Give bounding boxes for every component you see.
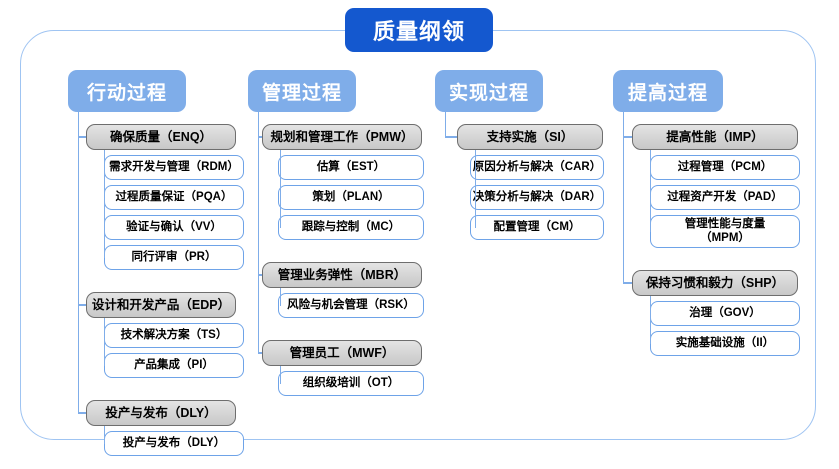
column-header-2[interactable]: 管理过程	[248, 70, 356, 112]
leaf-box-est[interactable]: 估算（EST）	[278, 155, 424, 180]
connector-group-spine	[280, 150, 282, 228]
connector-group-spine	[280, 366, 282, 384]
connector-column-spine	[78, 112, 80, 413]
connector-spine-to-group	[258, 274, 262, 276]
column-header-4[interactable]: 提高过程	[613, 70, 723, 112]
group-box-imp[interactable]: 提高性能（IMP）	[632, 124, 798, 150]
leaf-box-ot[interactable]: 组织级培训（OT）	[278, 371, 424, 396]
leaf-box-pad[interactable]: 过程资产开发（PAD）	[650, 185, 800, 210]
leaf-box-pr[interactable]: 同行评审（PR）	[104, 245, 244, 270]
leaf-box-mc[interactable]: 跟踪与控制（MC）	[278, 215, 424, 240]
connector-group-spine	[650, 150, 652, 232]
connector-spine-to-group	[258, 352, 262, 354]
connector-spine-to-group	[78, 136, 86, 138]
connector-column-spine	[445, 112, 447, 137]
leaf-box-pcm[interactable]: 过程管理（PCM）	[650, 155, 800, 180]
leaf-box-pqa[interactable]: 过程质量保证（PQA）	[104, 185, 244, 210]
connector-spine-to-group	[258, 136, 262, 138]
connector-spine-to-group	[445, 136, 457, 138]
connector-spine-to-group	[78, 412, 86, 414]
leaf-box-dly[interactable]: 投产与发布（DLY）	[104, 431, 244, 456]
group-box-si[interactable]: 支持实施（SI）	[457, 124, 603, 150]
connector-column-spine	[623, 112, 625, 283]
leaf-box-mpm[interactable]: 管理性能与度量（MPM）	[650, 215, 800, 248]
connector-group-spine	[104, 150, 106, 258]
connector-spine-to-group	[623, 136, 632, 138]
leaf-box-dar[interactable]: 决策分析与解决（DAR）	[470, 185, 604, 210]
connector-group-spine	[104, 426, 106, 444]
leaf-box-car[interactable]: 原因分析与解决（CAR）	[470, 155, 604, 180]
group-box-edp[interactable]: 设计和开发产品（EDP）	[86, 292, 236, 318]
column-header-1[interactable]: 行动过程	[68, 70, 186, 112]
root-title-box: 质量纲领	[345, 8, 493, 52]
leaf-box-ii[interactable]: 实施基础设施（II）	[650, 331, 800, 356]
leaf-box-vv[interactable]: 验证与确认（VV）	[104, 215, 244, 240]
group-box-mwf[interactable]: 管理员工（MWF）	[262, 340, 422, 366]
leaf-box-gov[interactable]: 治理（GOV）	[650, 301, 800, 326]
leaf-box-rsk[interactable]: 风险与机会管理（RSK）	[278, 293, 424, 318]
group-box-pmw[interactable]: 规划和管理工作（PMW）	[262, 124, 422, 150]
group-box-dly[interactable]: 投产与发布（DLY）	[86, 400, 236, 426]
leaf-box-rdm[interactable]: 需求开发与管理（RDM）	[104, 155, 244, 180]
column-header-3[interactable]: 实现过程	[435, 70, 543, 112]
leaf-box-plan[interactable]: 策划（PLAN）	[278, 185, 424, 210]
connector-group-spine	[650, 296, 652, 344]
connector-group-spine	[280, 288, 282, 306]
leaf-box-pi[interactable]: 产品集成（PI）	[104, 353, 244, 378]
group-box-mbr[interactable]: 管理业务弹性（MBR）	[262, 262, 422, 288]
leaf-box-ts[interactable]: 技术解决方案（TS）	[104, 323, 244, 348]
connector-group-spine	[104, 318, 106, 366]
group-box-shp[interactable]: 保持习惯和毅力（SHP）	[632, 270, 798, 296]
connector-group-spine	[475, 150, 477, 228]
connector-spine-to-group	[623, 282, 632, 284]
connector-column-spine	[258, 112, 260, 353]
leaf-box-cm[interactable]: 配置管理（CM）	[470, 215, 604, 240]
group-box-enq[interactable]: 确保质量（ENQ）	[86, 124, 236, 150]
connector-spine-to-group	[78, 304, 86, 306]
